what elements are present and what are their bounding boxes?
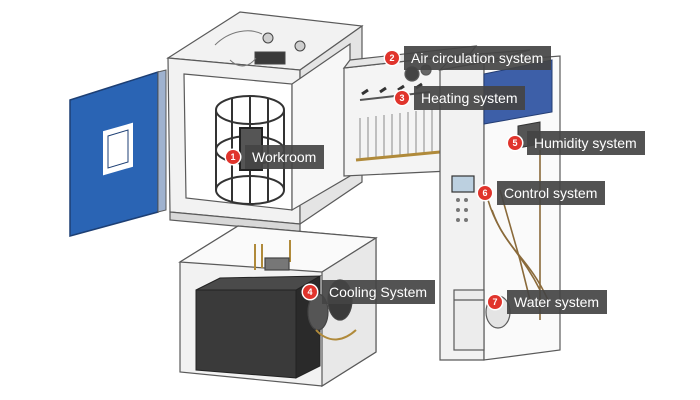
compressor-block: [195, 275, 322, 379]
top-fittings: [214, 30, 306, 67]
chamber-door: [69, 69, 167, 237]
